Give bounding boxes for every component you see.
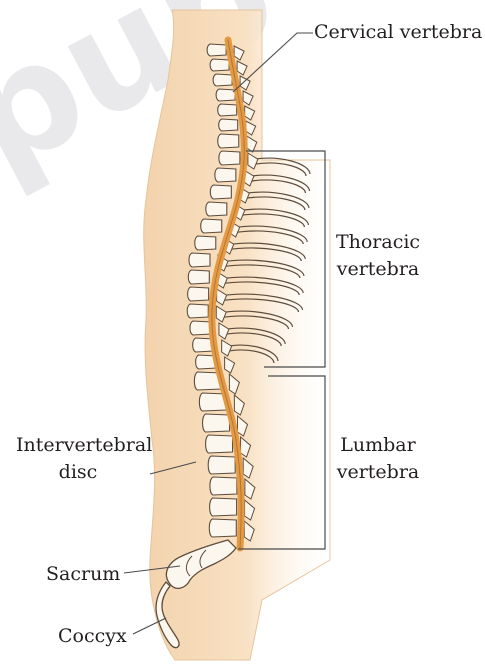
vertebra-body	[187, 304, 208, 318]
vertebra-body	[209, 519, 236, 537]
label-thoracic-vertebra: Thoracic vertebra	[333, 229, 423, 283]
vertebra-body	[207, 44, 226, 56]
vertebra-body	[210, 498, 237, 516]
vertebra-body	[216, 89, 235, 101]
vertebra-body	[203, 414, 230, 432]
vertebra-body	[219, 151, 240, 165]
vertebra-body	[189, 253, 210, 267]
vertebra-body	[219, 119, 238, 131]
label-disc-line2: disc	[16, 459, 140, 486]
label-lumbar-vertebra: Lumbar vertebra	[333, 432, 423, 486]
label-lumbar-line2: vertebra	[333, 459, 423, 486]
vertebra-body	[218, 134, 239, 148]
vertebra-body	[201, 219, 222, 233]
vertebra-body	[195, 236, 216, 250]
vertebra-body	[208, 456, 235, 474]
vertebra-body	[210, 59, 229, 71]
vertebra-body	[188, 287, 209, 301]
vertebra-body	[215, 168, 236, 182]
label-coccyx: Coccyx	[58, 623, 127, 650]
vertebra-body	[210, 185, 231, 199]
vertebra-body	[206, 435, 233, 453]
vertebra-body	[210, 477, 237, 495]
label-cervical-vertebra: Cervical vertebra	[314, 19, 482, 46]
label-sacrum: Sacrum	[46, 561, 120, 588]
label-thoracic-line1: Thoracic	[333, 229, 423, 256]
vertebra-body	[188, 270, 209, 284]
label-thoracic-line2: vertebra	[333, 256, 423, 283]
label-disc-line1: Intervertebral	[16, 432, 140, 459]
vertebra-body	[206, 202, 227, 216]
label-intervertebral-disc: Intervertebral disc	[16, 432, 140, 486]
label-lumbar-line1: Lumbar	[333, 432, 423, 459]
vertebra-body	[218, 104, 237, 116]
vertebra-body	[190, 321, 211, 335]
vertebra-body	[213, 74, 232, 86]
